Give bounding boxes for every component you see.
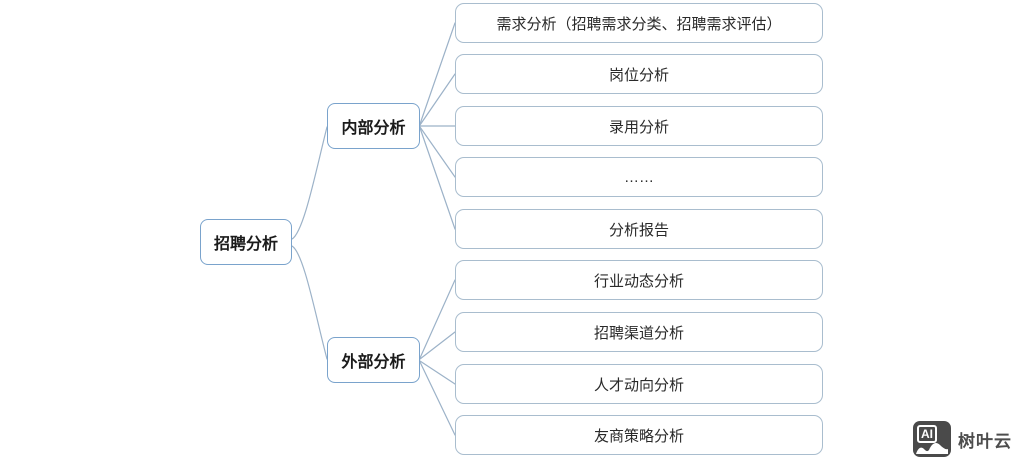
- leaf-node-label: 行业动态分析: [593, 272, 684, 290]
- leaf-node-position-analysis: 岗位分析: [455, 54, 823, 94]
- leaf-node-hiring-analysis: 录用分析: [455, 106, 823, 146]
- leaf-node-ellipsis: ……: [455, 157, 823, 197]
- leaf-node-label: 录用分析: [608, 118, 669, 136]
- leaf-node-label: 需求分析（招聘需求分类、招聘需求评估）: [496, 15, 782, 33]
- branch-node-label: 外部分析: [341, 354, 406, 371]
- branch-node-label: 内部分析: [341, 120, 406, 137]
- leaf-node-recruiting-channel-analysis: 招聘渠道分析: [455, 312, 823, 352]
- branch-node-internal-analysis: 内部分析: [327, 103, 420, 149]
- leaf-node-label: 招聘渠道分析: [593, 324, 684, 342]
- leaf-node-label: 人才动向分析: [593, 376, 684, 394]
- mountain-icon: [916, 442, 948, 454]
- ai-badge: AI: [917, 425, 937, 443]
- watermark: AI 树叶云: [913, 421, 1012, 457]
- shuyeyun-logo-icon: AI: [913, 421, 951, 457]
- branch-node-external-analysis: 外部分析: [327, 337, 420, 383]
- leaf-node-industry-trends-analysis: 行业动态分析: [455, 260, 823, 300]
- leaf-node-demand-analysis: 需求分析（招聘需求分类、招聘需求评估）: [455, 3, 823, 43]
- leaf-node-analysis-report: 分析报告: [455, 209, 823, 249]
- leaf-node-label: 友商策略分析: [593, 427, 684, 445]
- leaf-node-label: 分析报告: [608, 221, 669, 239]
- root-node-label: 招聘分析: [213, 236, 278, 253]
- leaf-node-label: 岗位分析: [608, 66, 669, 84]
- leaf-node-talent-movement-analysis: 人才动向分析: [455, 364, 823, 404]
- leaf-node-label: ……: [624, 168, 654, 186]
- watermark-brand-text: 树叶云: [958, 431, 1012, 451]
- root-node-recruitment-analysis: 招聘分析: [200, 219, 292, 265]
- leaf-node-competitor-strategy-analysis: 友商策略分析: [455, 415, 823, 455]
